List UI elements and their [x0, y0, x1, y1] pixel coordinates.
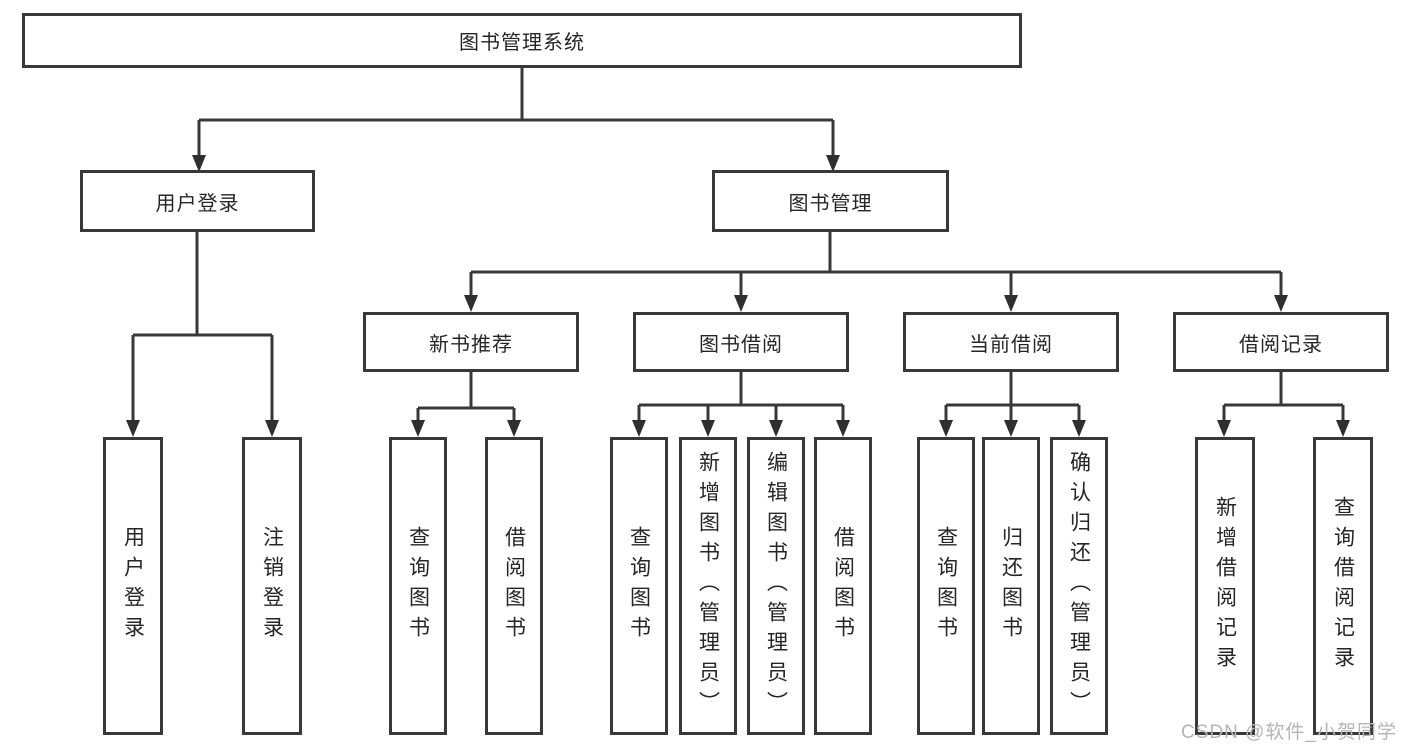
leaf-query-books-recommend: 查询图书 — [389, 437, 447, 735]
leaf-label: 编辑图书（管理员） — [764, 451, 788, 721]
node-new-book-recommend: 新书推荐 — [363, 312, 579, 372]
node-label: 用户登录 — [155, 192, 240, 215]
leaf-return-book: 归还图书 — [982, 437, 1040, 735]
node-book-management: 图书管理 — [712, 170, 949, 232]
node-root-system: 图书管理系统 — [22, 13, 1022, 68]
csdn-watermark: CSDN @软件_小贺同学 — [1181, 722, 1397, 743]
node-label: 借阅记录 — [1239, 333, 1323, 356]
leaf-label: 用户登录 — [121, 526, 145, 646]
leaf-label: 新增借阅记录 — [1213, 496, 1237, 676]
leaf-label: 查询图书 — [406, 526, 430, 646]
leaf-edit-book-admin: 编辑图书（管理员） — [747, 437, 805, 735]
node-label: 新书推荐 — [429, 333, 513, 356]
leaf-user-login: 用户登录 — [103, 437, 163, 735]
leaf-add-book-admin: 新增图书（管理员） — [679, 437, 737, 735]
leaf-label: 借阅图书 — [831, 526, 855, 646]
leaf-label: 归还图书 — [999, 526, 1023, 646]
leaf-borrow-books-recommend: 借阅图书 — [485, 437, 543, 735]
leaf-query-books-borrow: 查询图书 — [610, 437, 668, 735]
node-label: 图书借阅 — [699, 333, 783, 356]
node-current-borrow: 当前借阅 — [903, 312, 1119, 372]
leaf-label: 注销登录 — [260, 526, 284, 646]
node-book-borrow: 图书借阅 — [633, 312, 849, 372]
leaf-label: 查询图书 — [934, 526, 958, 646]
leaf-label: 查询图书 — [627, 526, 651, 646]
leaf-add-borrow-record: 新增借阅记录 — [1195, 437, 1255, 735]
leaf-logout: 注销登录 — [242, 437, 302, 735]
leaf-borrow-books: 借阅图书 — [814, 437, 872, 735]
node-label: 当前借阅 — [969, 333, 1053, 356]
leaf-label: 借阅图书 — [502, 526, 526, 646]
node-label: 图书管理 — [788, 192, 873, 215]
leaf-label: 确认归还（管理员） — [1067, 451, 1091, 721]
leaf-confirm-return-admin: 确认归还（管理员） — [1050, 437, 1108, 735]
leaf-query-books-current: 查询图书 — [917, 437, 975, 735]
node-borrow-records: 借阅记录 — [1173, 312, 1389, 372]
leaf-query-borrow-record: 查询借阅记录 — [1313, 437, 1373, 735]
leaf-label: 查询借阅记录 — [1331, 496, 1355, 676]
leaf-label: 新增图书（管理员） — [696, 451, 720, 721]
node-user-login: 用户登录 — [80, 170, 315, 232]
node-label: 图书管理系统 — [459, 32, 585, 54]
